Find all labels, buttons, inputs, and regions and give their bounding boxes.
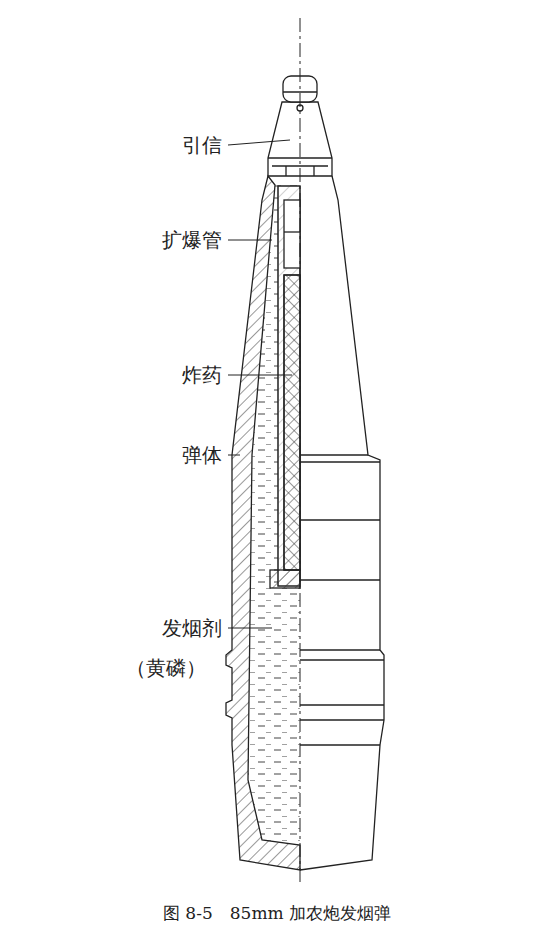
part-label: 弹体 (182, 443, 222, 467)
part-label: 扩爆管 (162, 228, 222, 252)
figure-caption: 图 8-5 85mm 加农炮发烟弹 (163, 902, 391, 924)
part-label: 发烟剂 (162, 616, 222, 640)
leader-lines (228, 140, 292, 628)
part-label: 炸药 (182, 363, 222, 387)
part-label: （黄磷） (126, 656, 206, 680)
shell-outline (226, 18, 384, 885)
part-label: 引信 (182, 133, 222, 157)
